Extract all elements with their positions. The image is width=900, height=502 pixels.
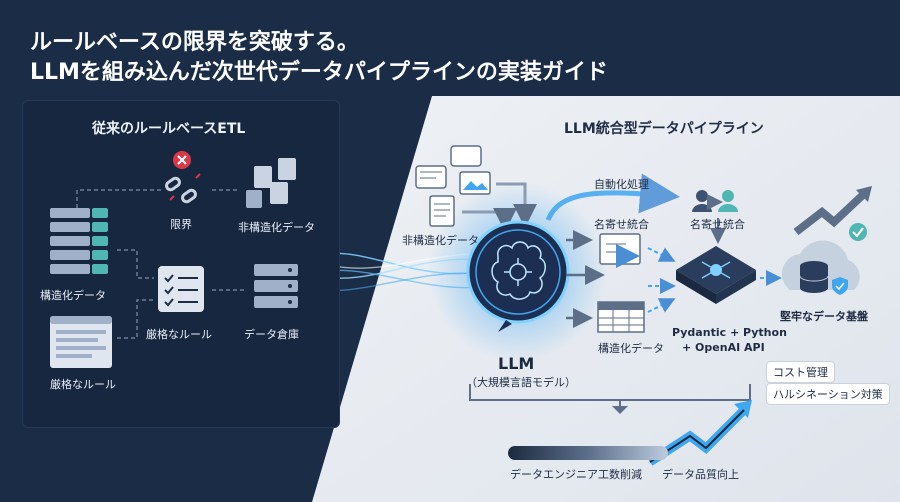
chat-bubble-icon (415, 145, 482, 189)
people-icon (692, 190, 738, 212)
llm-title: LLM (498, 354, 535, 373)
server-icon (254, 264, 298, 308)
cloud-database-icon (781, 240, 860, 295)
growth-arrow-icon (793, 186, 872, 241)
limit-label: 限界 (170, 218, 192, 231)
image-icon (459, 171, 491, 195)
warehouse-label: データ倉庫 (244, 328, 299, 341)
name-integration-label-a: 名寄せ統合 (594, 218, 649, 231)
llm-subtitle: （大規模言語モデル） (466, 376, 576, 389)
quality-growth-icon (647, 400, 752, 466)
document-icon (429, 195, 455, 227)
auto-processing-label: 自動化処理 (594, 178, 649, 191)
structured-table-icon (50, 208, 108, 274)
right-structured-label: 構造化データ (598, 342, 664, 355)
integration-hub-icon (676, 246, 756, 304)
effort-reduction-bar (508, 446, 668, 460)
headline-line2: LLMを組み込んだ次世代データパイプラインの実装ガイド (30, 60, 608, 85)
structured-table-icon (597, 301, 645, 333)
left-unstructured-label: 非構造化データ (238, 221, 315, 234)
legacy-panel-title: 従来のルールベースETL (92, 121, 246, 137)
unstructured-docs-icon (246, 158, 296, 208)
engineer-effort-label: データエンジニア工数削減 (510, 468, 642, 481)
left-structured-label: 構造化データ (40, 289, 106, 302)
data-base-label: 堅牢なデータ基盤 (780, 310, 868, 323)
stack-line1: Pydantic + Python (672, 326, 787, 339)
llm-panel-title: LLM統合型データパイプライン (564, 121, 764, 137)
legacy-etl-diagram (50, 151, 298, 368)
hallucination-tag: ハルシネーション対策 (766, 383, 890, 405)
name-integration-doc-icon (599, 233, 641, 268)
stack-line2: + OpenAI API (682, 341, 765, 354)
quality-label: データ品質向上 (662, 468, 739, 481)
cost-management-tag: コスト管理 (766, 361, 835, 383)
right-unstructured-label: 非構造化データ (402, 234, 479, 247)
name-integration-label-b: 名寄せ統合 (690, 218, 745, 231)
strict-rules-bottom-label: 厳格なルール (50, 378, 116, 391)
error-x-icon (173, 151, 191, 169)
strict-rules-center-label: 厳格なルール (146, 328, 212, 341)
llm-brain-icon (466, 220, 570, 324)
headline-line1: ルールベースの限界を突破する。 (30, 30, 359, 55)
checklist-icon (158, 266, 204, 312)
broken-link-icon (165, 173, 201, 204)
rule-document-icon (50, 316, 112, 368)
